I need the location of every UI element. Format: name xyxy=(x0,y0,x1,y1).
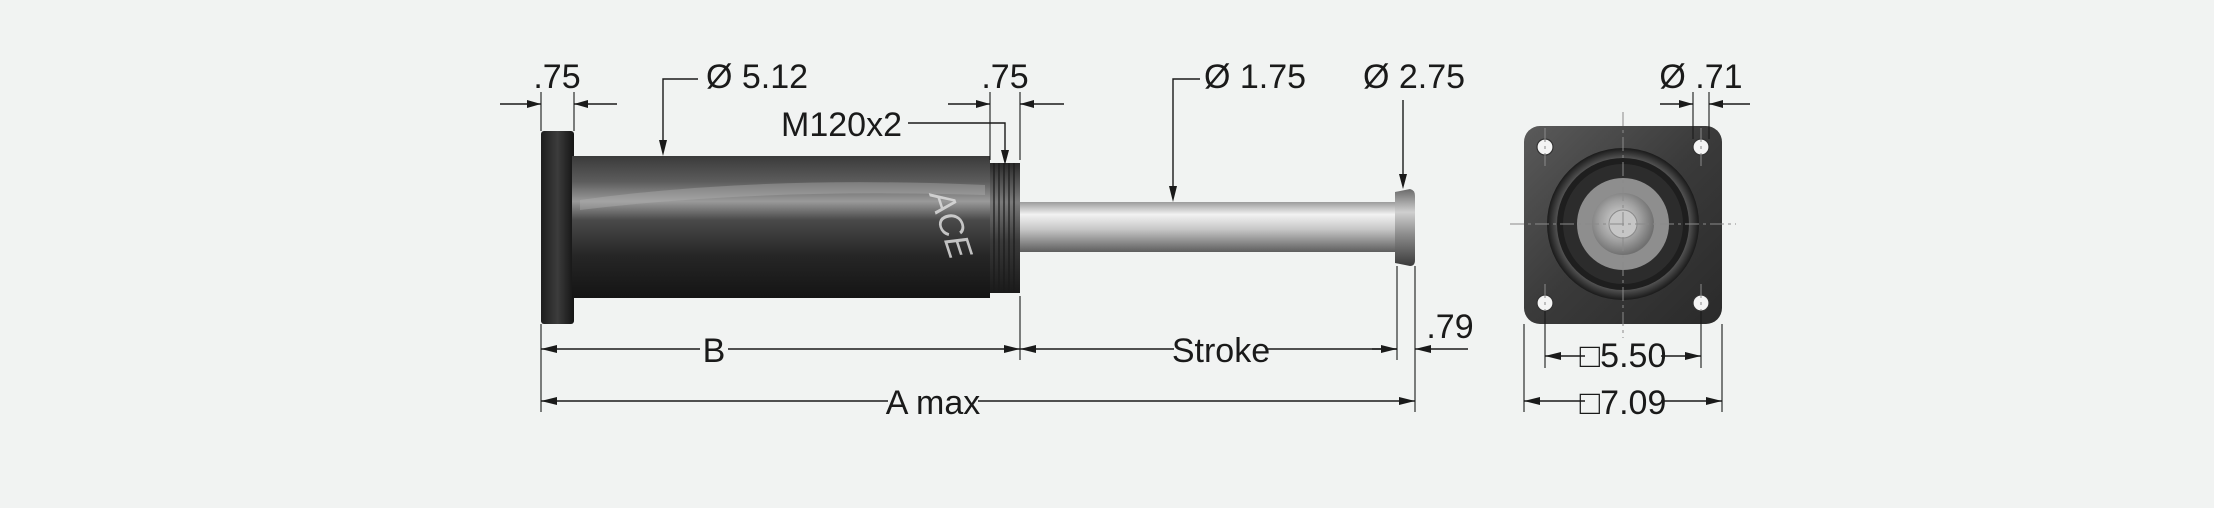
piston-rod xyxy=(1020,202,1397,252)
flange-thickness-label: .75 xyxy=(533,58,580,96)
main-body xyxy=(572,156,990,298)
dim-flange-thickness: .75 xyxy=(500,58,617,131)
dim-button-diameter: Ø 2.75 xyxy=(1363,58,1465,189)
dim-overall-length: A max xyxy=(541,384,1415,422)
flange-square-label: □7.09 xyxy=(1580,384,1667,422)
dim-flange-square: □7.09 xyxy=(1523,324,1723,422)
dim-thread-spec: M120x2 xyxy=(781,106,1009,165)
rod-end-button xyxy=(1395,189,1415,266)
threaded-end xyxy=(990,163,1020,293)
dim-rod-diameter: Ø 1.75 xyxy=(1169,58,1306,202)
dim-b-and-stroke: B Stroke .79 xyxy=(540,266,1474,412)
rod-diameter-label: Ø 1.75 xyxy=(1204,58,1306,96)
overall-length-label: A max xyxy=(886,384,980,422)
dim-hole-pattern: □5.50 xyxy=(1544,311,1702,375)
body-diameter-label: Ø 5.12 xyxy=(706,58,808,96)
mounting-flange xyxy=(541,131,574,324)
stroke-label: Stroke xyxy=(1172,332,1270,370)
thread-spec-label: M120x2 xyxy=(781,106,902,144)
dim-thread-length: .75 xyxy=(948,58,1064,160)
dim-mount-hole-diameter: Ø .71 xyxy=(1659,58,1750,139)
side-view: ACE xyxy=(541,131,1415,324)
mount-hole-diameter-label: Ø .71 xyxy=(1659,58,1742,96)
button-diameter-label: Ø 2.75 xyxy=(1363,58,1465,96)
dim-body-diameter: Ø 5.12 xyxy=(659,58,808,156)
hole-pattern-label: □5.50 xyxy=(1580,337,1667,375)
button-thickness-label: .79 xyxy=(1426,308,1473,346)
length-b-label: B xyxy=(703,332,726,370)
end-view xyxy=(1510,112,1736,338)
thread-length-label: .75 xyxy=(981,58,1028,96)
